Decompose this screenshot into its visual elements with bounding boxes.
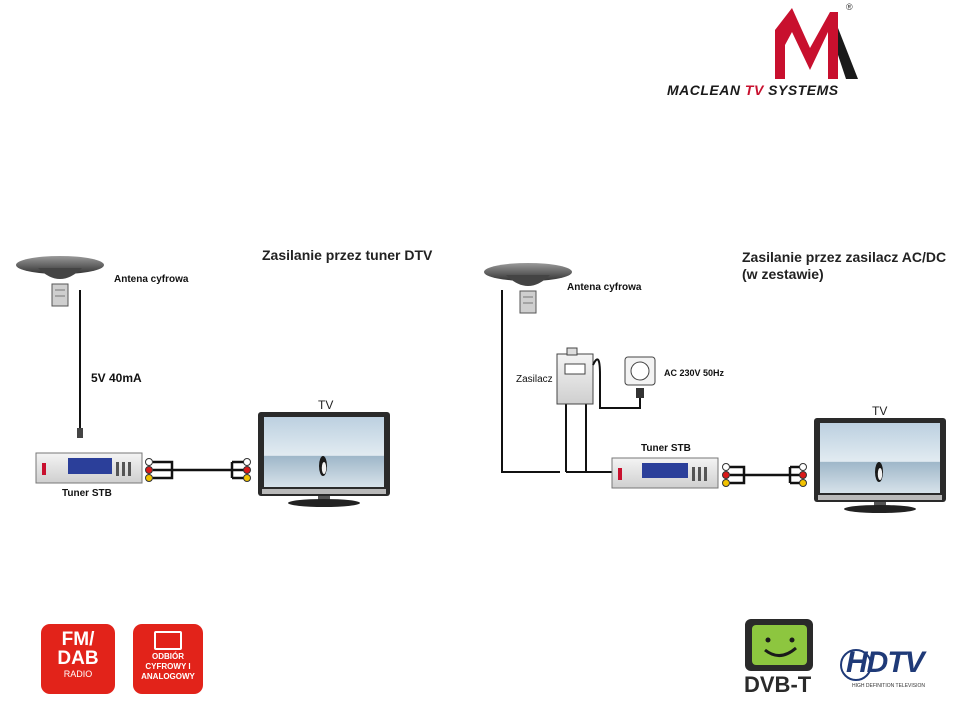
dvbt-logo bbox=[745, 619, 813, 671]
left-title: Zasilanie przez tuner DTV bbox=[262, 247, 433, 263]
left-tuner-stb bbox=[35, 452, 143, 484]
tv-badge-line2: CYFROWY I bbox=[145, 662, 191, 671]
tv-badge-line1: ODBIÓR bbox=[152, 652, 184, 661]
left-rca-plugs-tuner bbox=[145, 458, 153, 482]
maclean-logo-mark bbox=[775, 8, 858, 79]
left-rca-plugs-tv bbox=[243, 458, 251, 482]
logo-tv: TV bbox=[744, 82, 764, 98]
wall-outlet bbox=[624, 356, 656, 398]
right-tv-label: TV bbox=[872, 404, 888, 418]
right-rca-plugs-tuner bbox=[722, 463, 730, 487]
left-antenna-label: Antena cyfrowa bbox=[114, 274, 189, 285]
left-antenna bbox=[16, 256, 104, 307]
right-tv bbox=[814, 418, 946, 513]
left-tuner-label: Tuner STB bbox=[62, 488, 112, 499]
registered-mark: ® bbox=[846, 2, 853, 12]
right-antenna-label: Antena cyfrowa bbox=[567, 282, 642, 293]
right-av-cable bbox=[730, 465, 800, 485]
left-tv-label: TV bbox=[318, 398, 334, 412]
right-rca-plugs-tv bbox=[799, 463, 807, 487]
left-av-cable bbox=[153, 460, 244, 480]
left-coax-plug bbox=[77, 428, 83, 438]
maclean-logo-text: MACLEAN TV SYSTEMS bbox=[667, 82, 839, 98]
right-tuner-label: Tuner STB bbox=[641, 443, 691, 454]
tv-reception-badge: ODBIÓR CYFROWY I ANALOGOWY bbox=[133, 624, 203, 694]
fm-badge-line1: FM/ bbox=[61, 629, 95, 650]
hdtv-logo-subtitle: HIGH DEFINITION TELEVISION bbox=[852, 683, 925, 689]
power-supply-box bbox=[556, 347, 594, 405]
outlet-label: AC 230V 50Hz bbox=[664, 368, 725, 378]
fm-dab-badge: FM/ DAB RADIO bbox=[41, 624, 115, 694]
hdtv-logo-text: HDTV bbox=[846, 646, 925, 679]
left-tv bbox=[258, 412, 390, 507]
right-tuner-stb bbox=[611, 457, 719, 489]
right-title-line1: Zasilanie przez zasilacz AC/DC bbox=[742, 249, 947, 265]
right-psu-output-cable bbox=[585, 404, 600, 473]
right-antenna bbox=[484, 263, 572, 314]
logo-brand: MACLEAN bbox=[667, 82, 741, 98]
hdtv-logo-mark bbox=[840, 649, 872, 681]
psu-mains-cable bbox=[592, 358, 641, 409]
logo-systems: SYSTEMS bbox=[768, 82, 839, 98]
psu-label: Zasilacz bbox=[516, 374, 553, 385]
right-title-line2: (w zestawie) bbox=[742, 266, 824, 282]
fm-badge-line3: RADIO bbox=[63, 669, 93, 679]
dvbt-logo-text: DVB-T bbox=[744, 672, 812, 697]
tv-badge-icon bbox=[154, 631, 182, 650]
tv-badge-line3: ANALOGOWY bbox=[141, 672, 195, 681]
fm-badge-line2: DAB bbox=[57, 648, 99, 669]
left-power-label: 5V 40mA bbox=[91, 371, 142, 385]
